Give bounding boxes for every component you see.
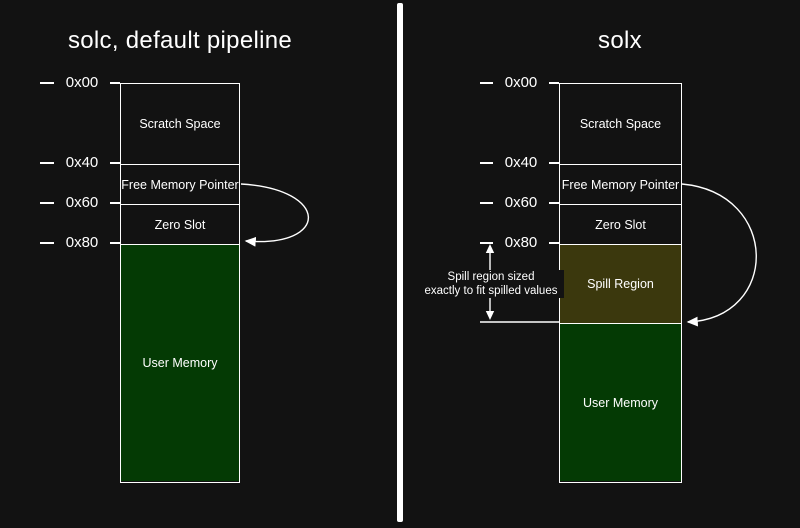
address-label: 0x40 — [54, 154, 110, 172]
section-label: Scratch Space — [579, 117, 662, 131]
right-memory-box: Scratch Space Free Memory Pointer Zero S… — [559, 83, 682, 483]
address-label: 0x00 — [493, 74, 549, 92]
section-scratch-space: Scratch Space — [121, 84, 239, 164]
section-label: User Memory — [582, 395, 658, 410]
section-label: Spill Region — [587, 277, 654, 291]
section-label: Free Memory Pointer — [121, 177, 239, 192]
spill-annotation: Spill region sized exactly to fit spille… — [418, 270, 564, 298]
spill-dimension-arrowhead-down — [485, 311, 495, 320]
section-user-memory: User Memory — [121, 244, 239, 481]
left-memory-box: Scratch Space Free Memory Pointer Zero S… — [120, 83, 240, 483]
address-label: 0x40 — [493, 154, 549, 172]
section-free-memory-pointer: Free Memory Pointer — [560, 164, 681, 204]
address-label: 0x60 — [54, 194, 110, 212]
address-label: 0x60 — [493, 194, 549, 212]
section-zero-slot: Zero Slot — [560, 204, 681, 244]
section-free-memory-pointer: Free Memory Pointer — [121, 164, 239, 204]
address-label: 0x80 — [493, 234, 549, 252]
section-label: Zero Slot — [154, 217, 206, 232]
section-user-memory: User Memory — [560, 323, 681, 481]
address-label: 0x00 — [54, 74, 110, 92]
section-label: User Memory — [142, 356, 218, 370]
section-zero-slot: Zero Slot — [121, 204, 239, 244]
section-label: Scratch Space — [139, 117, 221, 131]
section-spill-region: Spill Region — [560, 244, 681, 323]
spill-annotation-line1: Spill region sized — [447, 271, 535, 283]
fmp-arrow-left — [240, 183, 310, 247]
left-panel-title: solc, default pipeline — [67, 27, 293, 54]
section-label: Free Memory Pointer — [561, 177, 680, 192]
fmp-arrow-right — [681, 183, 757, 327]
address-label: 0x80 — [54, 234, 110, 252]
spill-annotation-line2: exactly to fit spilled values — [424, 285, 558, 297]
section-scratch-space: Scratch Space — [560, 84, 681, 164]
panel-divider — [397, 3, 403, 522]
section-label: Zero Slot — [595, 217, 646, 232]
right-panel-title: solx — [598, 27, 642, 54]
